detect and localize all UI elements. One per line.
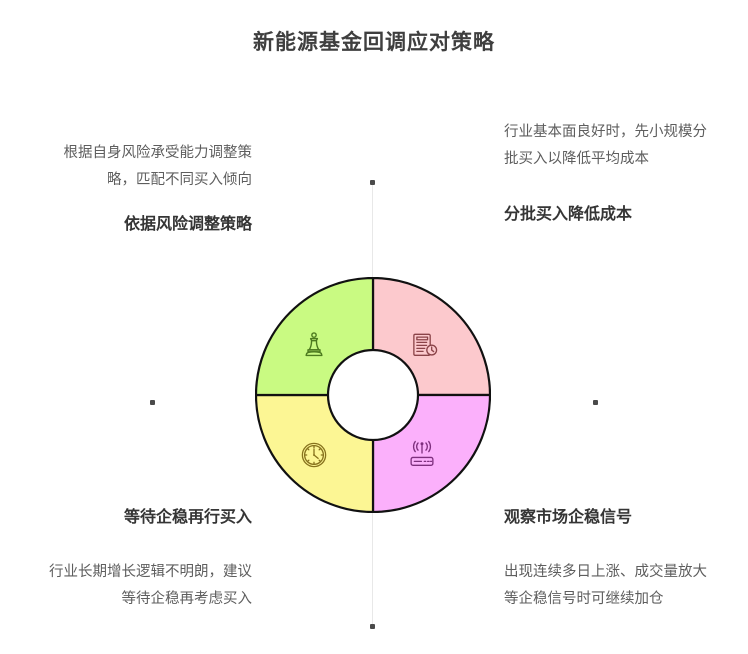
callout-top-right-heading: 分批买入降低成本 — [504, 206, 633, 223]
guide-dot-bottom — [370, 624, 375, 629]
donut-center-hole — [326, 348, 420, 442]
chess-piece-icon — [297, 328, 331, 362]
callout-bottom-left-heading: 等待企稳再行买入 — [123, 509, 252, 526]
guide-dot-right — [593, 400, 598, 405]
callout-top-left-description: 根据自身风险承受能力调整策略，匹配不同买入倾向 — [63, 145, 253, 188]
signal-router-icon — [405, 438, 439, 472]
callout-bottom-left-description: 行业长期增长逻辑不明朗，建议等待企稳再考虑买入 — [49, 564, 252, 607]
clock-icon — [297, 438, 331, 472]
callout-top-right: 行业基本面良好时，先小规模分批买入以降低平均成本 分批买入降低成本 — [504, 119, 716, 228]
callout-bottom-right: 观察市场企稳信号 出现连续多日上涨、成交量放大等企稳信号时可继续加仓 — [504, 504, 716, 613]
callout-bottom-left: 等待企稳再行买入 行业长期增长逻辑不明朗，建议等待企稳再考虑买入 — [40, 504, 252, 613]
callout-top-right-description: 行业基本面良好时，先小规模分批买入以降低平均成本 — [504, 124, 707, 167]
callout-top-left: 根据自身风险承受能力调整策略，匹配不同买入倾向 依据风险调整策略 — [40, 140, 253, 238]
guide-dot-left — [150, 400, 155, 405]
callout-bottom-right-description: 出现连续多日上涨、成交量放大等企稳信号时可继续加仓 — [504, 564, 707, 607]
callout-bottom-right-heading: 观察市场企稳信号 — [504, 509, 633, 526]
guide-dot-top — [370, 180, 375, 185]
callout-top-left-heading: 依据风险调整策略 — [123, 216, 252, 233]
donut-chart — [255, 277, 491, 513]
page-title: 新能源基金回调应对策略 — [253, 31, 495, 54]
document-clock-icon — [407, 328, 441, 362]
